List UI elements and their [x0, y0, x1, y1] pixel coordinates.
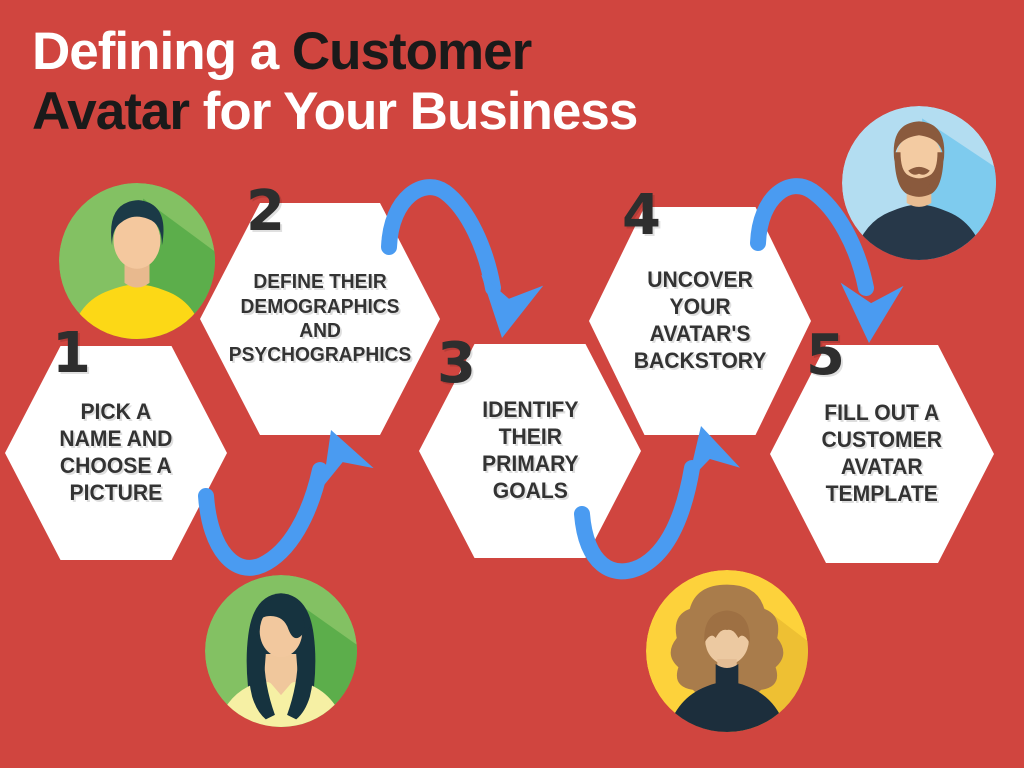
title-segment: Defining a	[32, 22, 292, 81]
title-segment: Avatar	[32, 81, 190, 141]
avatar-young-man	[59, 183, 215, 339]
step-3-number: 3	[437, 331, 476, 396]
avatar-bearded-man	[842, 106, 996, 260]
step-5-number: 5	[806, 323, 845, 388]
avatar-long-hair-woman	[205, 575, 357, 727]
step-1-number: 1	[52, 321, 91, 386]
avatar-curly-hair-woman-illustration	[646, 570, 808, 732]
title-line-2: Avatar for Your Business	[32, 81, 639, 142]
title-segment: Customer	[291, 22, 532, 81]
avatar-bearded-man-illustration	[842, 106, 996, 260]
step-4-number: 4	[622, 183, 661, 248]
avatar-curly-hair-woman	[646, 570, 808, 732]
title-segment: for Your Business	[189, 81, 639, 141]
step-2-number: 2	[246, 179, 285, 244]
arrow-step1-to-step2-icon	[198, 430, 374, 576]
avatar-young-man-illustration	[59, 183, 215, 339]
avatar-long-hair-woman-illustration	[205, 575, 357, 727]
page-title: Defining a Customer Avatar for Your Busi…	[32, 22, 639, 142]
title-line-1: Defining a Customer	[32, 22, 637, 82]
